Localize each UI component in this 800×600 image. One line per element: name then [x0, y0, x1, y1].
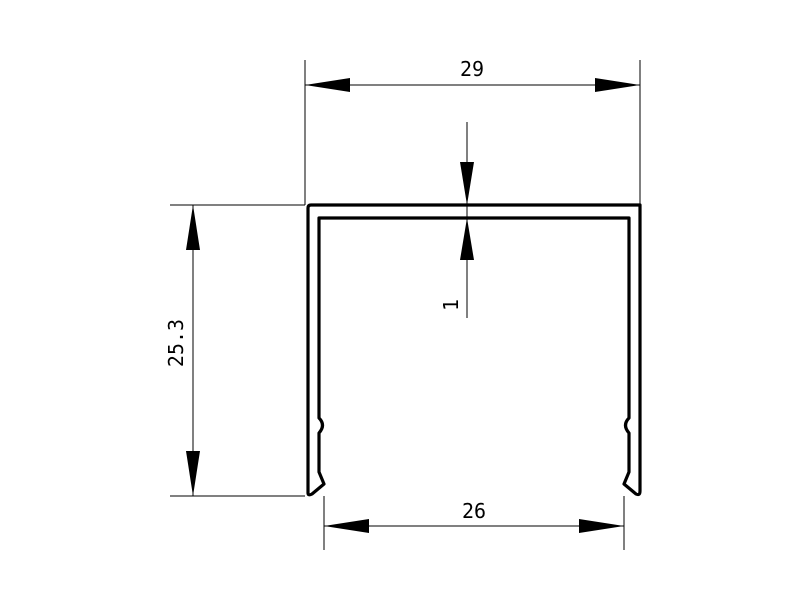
profile-outer-outline — [306, 203, 642, 497]
channel-profile — [306, 203, 642, 497]
label-wall-thickness: 1 — [439, 299, 463, 311]
label-height: 25.3 — [164, 319, 188, 367]
arrow-thickness-up — [460, 218, 474, 260]
dimension-overall-width: 29 — [304, 57, 641, 205]
arrow-top-left — [305, 78, 350, 92]
dimension-height: 25.3 — [164, 204, 305, 497]
label-opening-width: 26 — [462, 499, 486, 523]
arrow-left-top — [186, 205, 200, 250]
dimension-wall-thickness: 1 — [439, 122, 474, 318]
arrow-bottom-left — [324, 519, 369, 533]
arrow-left-bottom — [186, 451, 200, 496]
arrow-thickness-down — [460, 162, 474, 205]
label-overall-width: 29 — [460, 57, 484, 81]
arrow-top-right — [595, 78, 640, 92]
dimension-opening-width: 26 — [323, 496, 625, 550]
arrow-bottom-right — [579, 519, 624, 533]
